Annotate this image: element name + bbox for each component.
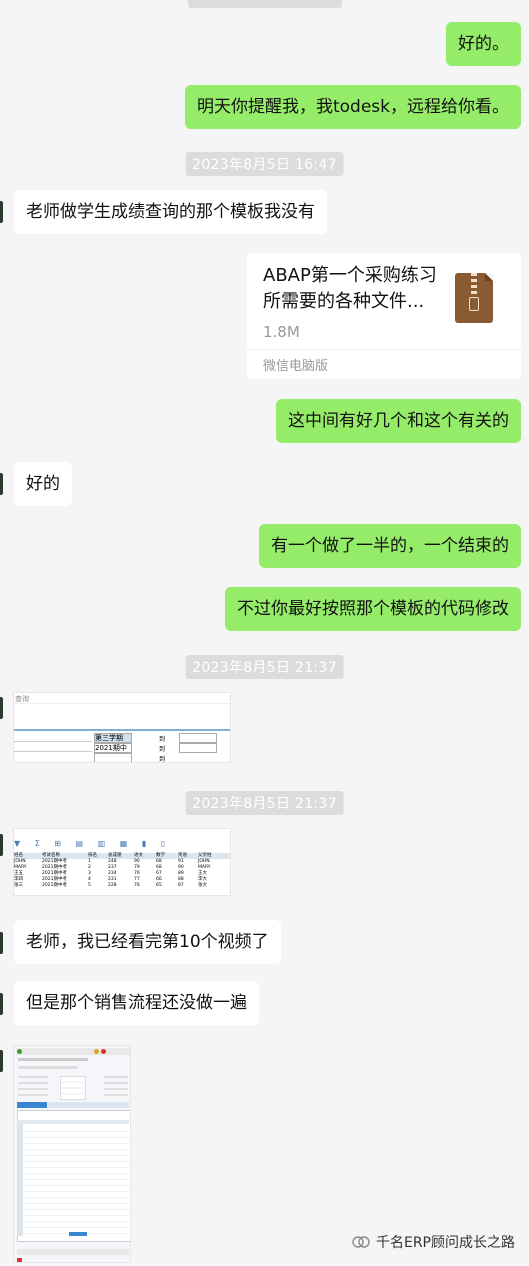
file-message-card[interactable]: ABAP第一个采购练习所需要的各种文件... 1.8M 微信电脑版 <box>247 253 521 379</box>
file-name: ABAP第一个采购练习所需要的各种文件... <box>263 265 437 312</box>
thumb-cell <box>94 753 132 762</box>
timestamp-cutoff <box>187 0 342 8</box>
timestamp: 2023年8月5日 21:37 <box>185 655 344 679</box>
thumb-label: 到 <box>159 756 166 763</box>
avatar[interactable] <box>0 993 3 1015</box>
divider <box>247 349 521 350</box>
avatar[interactable] <box>0 834 3 856</box>
avatar[interactable] <box>0 201 3 223</box>
image-thumbnail[interactable] <box>13 1045 131 1263</box>
thumb-label: 到 <box>159 736 166 743</box>
message-bubble[interactable]: 但是那个销售流程还没做一遍 <box>14 981 259 1025</box>
thumb-title: 查询 <box>15 695 29 703</box>
file-source: 微信电脑版 <box>263 359 329 374</box>
thumb-cell: 第三学期 <box>94 733 132 743</box>
thumb-cell: 2021期中 <box>94 743 132 753</box>
thumb-rule <box>14 703 230 704</box>
timestamp: 2023年8月5日 16:47 <box>185 152 344 176</box>
timestamp: 2023年8月5日 21:37 <box>185 791 344 815</box>
message-bubble[interactable]: 老师，我已经看完第10个视频了 <box>14 920 281 964</box>
message-bubble[interactable]: 老师做学生成绩查询的那个模板我没有 <box>14 190 327 234</box>
thumb-rule <box>14 729 230 731</box>
avatar[interactable] <box>0 473 3 495</box>
message-bubble[interactable]: 有一个做了一半的，一个结束的 <box>259 524 521 568</box>
thumb-label: 到 <box>159 746 166 753</box>
toolbar-icons: ▼ Σ ⊞ ▤ ▥ ▦ ▮ ▯ <box>14 839 172 848</box>
zip-file-icon <box>455 273 493 323</box>
image-thumbnail[interactable]: 查询 第三学期 2021期中 到 到 到 <box>13 692 231 763</box>
message-bubble[interactable]: 不过你最好按照那个模板的代码修改 <box>225 587 521 631</box>
file-size: 1.8M <box>263 323 300 341</box>
avatar[interactable] <box>0 932 3 954</box>
message-bubble[interactable]: 好的。 <box>446 22 521 66</box>
avatar[interactable] <box>0 1050 3 1072</box>
image-thumbnail[interactable]: ▼ Σ ⊞ ▤ ▥ ▦ ▮ ▯ 姓名 考试名称 排名 总成绩 语文 数学 英语 … <box>13 828 231 896</box>
watermark-text: 千名ERP顾问成长之路 <box>375 1235 515 1251</box>
wechat-channel-icon <box>352 1236 370 1248</box>
avatar[interactable] <box>0 697 3 719</box>
watermark: 千名ERP顾问成长之路 <box>352 1232 515 1252</box>
message-bubble[interactable]: 这中间有好几个和这个有关的 <box>276 399 521 443</box>
message-bubble[interactable]: 明天你提醒我，我todesk，远程给你看。 <box>184 85 521 129</box>
message-bubble[interactable]: 好的 <box>14 462 72 506</box>
